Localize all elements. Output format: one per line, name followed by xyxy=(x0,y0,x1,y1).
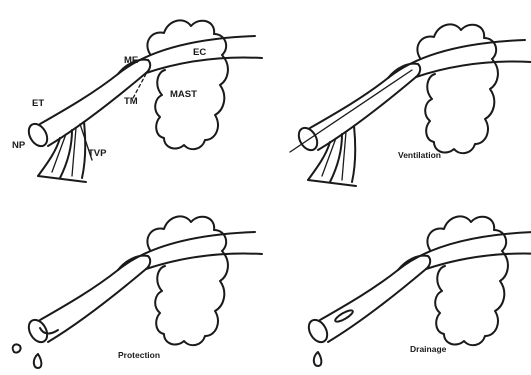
panel-protection xyxy=(13,216,262,368)
label-mast: MAST xyxy=(170,89,197,100)
label-tm: TM xyxy=(124,96,138,107)
label-tvp: TVP xyxy=(88,148,107,159)
ear-canal xyxy=(118,36,262,74)
eustachian-tube xyxy=(305,256,430,346)
droplet xyxy=(314,352,322,366)
panel-ventilation xyxy=(290,24,531,186)
droplet xyxy=(34,354,42,368)
fluid-reflux xyxy=(40,328,58,334)
label-et: ET xyxy=(32,98,44,109)
ear-canal xyxy=(118,232,262,270)
caption-protection: Protection xyxy=(118,350,160,360)
airflow-line xyxy=(290,70,412,152)
caption-drainage: Drainage xyxy=(410,344,447,354)
label-np: NP xyxy=(12,140,26,151)
label-me: ME xyxy=(124,55,138,66)
ear-canal xyxy=(398,232,531,270)
tvp-muscle xyxy=(38,122,92,182)
label-ec: EC xyxy=(193,47,206,58)
caption-ventilation: Ventilation xyxy=(398,150,441,160)
panel-anatomy: NP ET ME EC TM MAST TVP xyxy=(12,20,262,182)
droplet xyxy=(13,344,21,352)
